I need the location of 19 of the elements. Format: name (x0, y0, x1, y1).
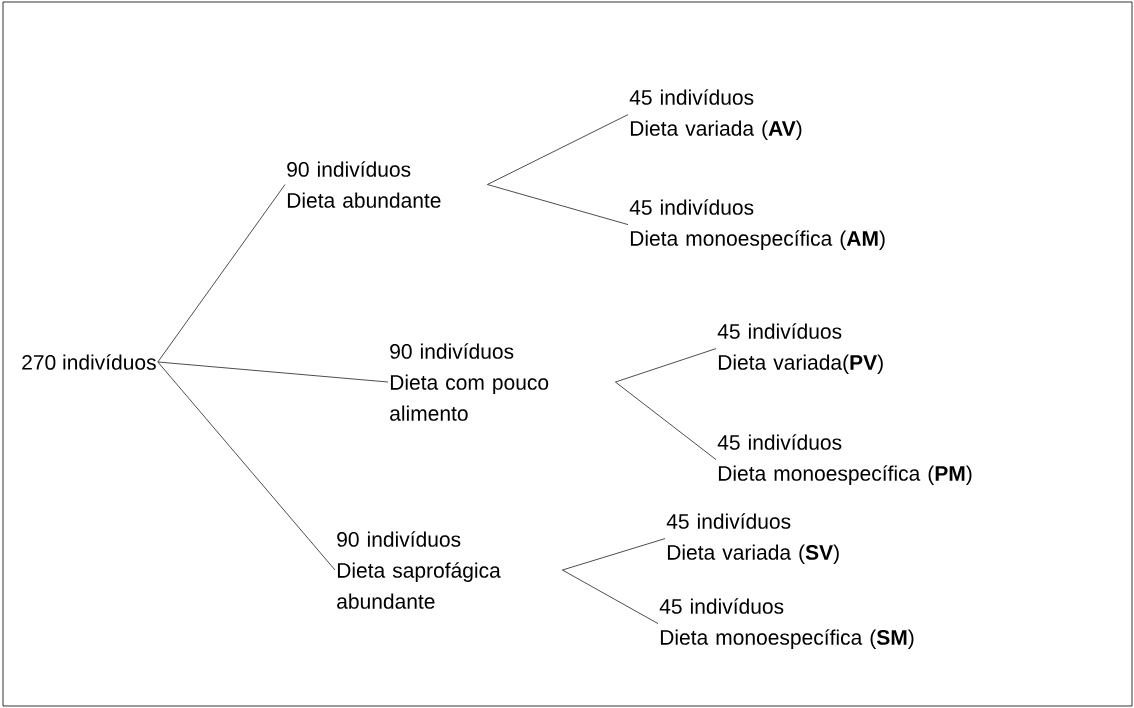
tree-label: 90 indivíduos Dieta saprofágica abundante (337, 531, 501, 609)
tree-label: 45 indivíduos Dieta variada (SV) (666, 513, 839, 564)
tree-label: 45 indivíduos Dieta monoespecífica (AM) (629, 199, 885, 250)
branch-line (487, 114, 629, 185)
tree-label: 45 indivíduos Dieta variada(PV) (717, 323, 883, 374)
branch-line (157, 184, 286, 363)
branch-line (487, 184, 629, 225)
branch-line (562, 569, 659, 624)
tree-label: 45 indivíduos Dieta variada (AV) (629, 89, 802, 140)
tree-label: 45 indivíduos Dieta monoespecífica (PM) (717, 434, 972, 485)
branch-line (562, 538, 666, 571)
branch-line (157, 361, 336, 571)
branch-line (157, 361, 389, 383)
tree-label: 270 indivíduos (22, 354, 156, 370)
tree-label: 90 indivíduos Dieta com pouco alimento (390, 343, 549, 421)
branch-line (615, 348, 717, 383)
tree-label: 45 indivíduos Dieta monoespecífica (SM) (659, 598, 914, 649)
branch-line (615, 381, 717, 460)
tree-label: 90 indivíduos Dieta abundante (287, 161, 441, 208)
